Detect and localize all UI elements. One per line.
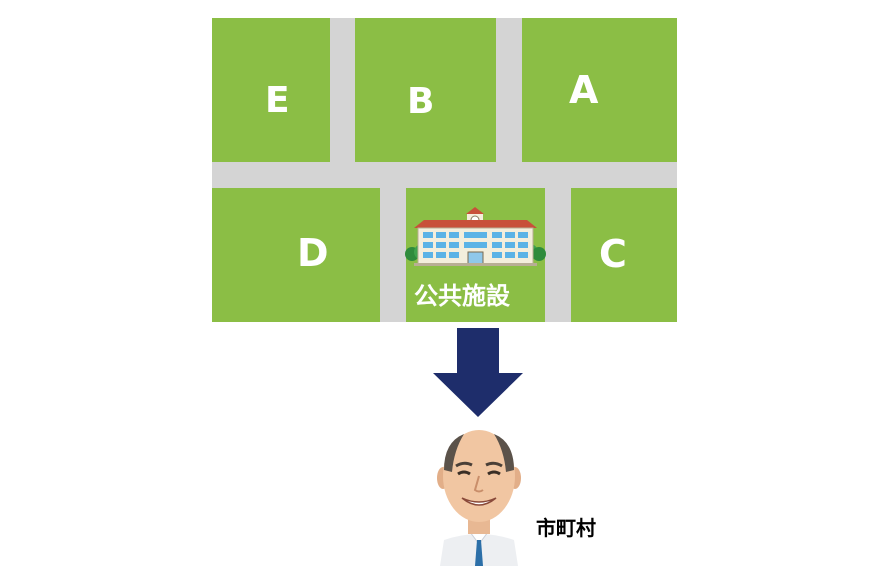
lot-b-label: B <box>407 81 435 122</box>
school-building-icon <box>405 207 546 266</box>
lot-b: B <box>355 18 496 162</box>
lot-a-label: A <box>569 68 599 112</box>
lot-c-label: C <box>599 232 627 276</box>
facility-lot: 公共施設 <box>405 188 546 322</box>
lot-e-label: E <box>265 80 290 121</box>
lot-d: D <box>212 188 380 322</box>
lot-e: E <box>212 18 330 162</box>
facility-label: 公共施設 <box>414 282 510 310</box>
down-arrow-icon <box>433 328 523 417</box>
recipient-label: 市町村 <box>536 516 596 540</box>
lot-a: A <box>522 18 677 162</box>
lot-d-label: D <box>297 231 329 275</box>
lot-c: C <box>571 188 677 322</box>
man-portrait-icon <box>437 430 521 566</box>
